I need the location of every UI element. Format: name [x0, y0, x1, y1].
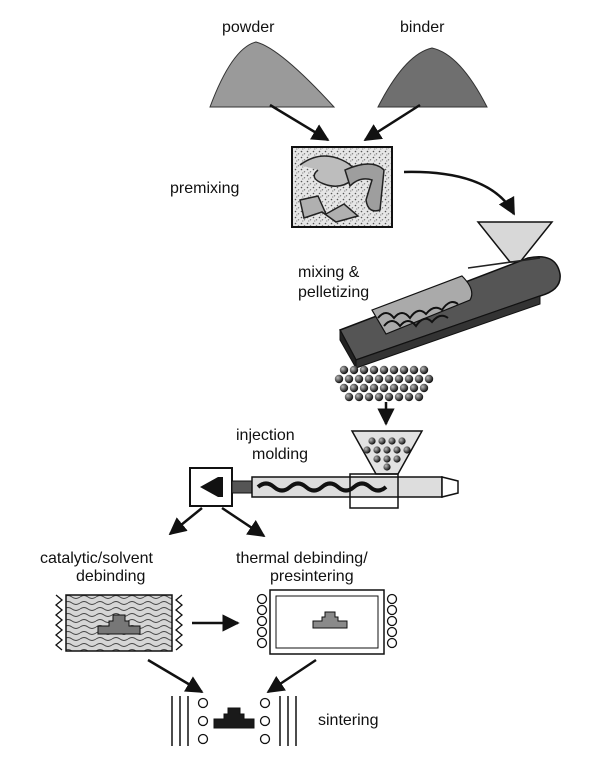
injection-label-line2: molding — [252, 446, 308, 463]
catalytic-debinding-bath — [54, 594, 184, 652]
thermal-label-line1: thermal debinding/ — [236, 550, 368, 567]
powder-pile — [209, 41, 336, 108]
to-catalytic-arrow — [168, 507, 203, 536]
mixing-label-line1: mixing & — [298, 264, 360, 281]
binder-arrow — [363, 103, 421, 142]
to-thermal-arrow — [221, 506, 266, 538]
sintering-furnace — [171, 696, 297, 746]
powder-label: powder — [222, 19, 275, 36]
thermal-to-sintering-arrow — [266, 658, 317, 694]
injection-molding-machine — [189, 430, 459, 509]
premixing-label: premixing — [170, 180, 239, 197]
mixing-label-line2: pelletizing — [298, 284, 369, 301]
binder-label: binder — [400, 19, 445, 36]
sintering-label: sintering — [318, 712, 378, 729]
pellet-cluster — [334, 365, 434, 402]
thermal-label-line2: presintering — [270, 568, 354, 585]
binder-pile — [377, 47, 488, 108]
catalytic-to-sintering-arrow — [147, 658, 204, 694]
thermal-debinding-furnace — [256, 589, 398, 655]
premix-to-hopper-arrow — [403, 170, 516, 216]
catalytic-label-line1: catalytic/solvent — [40, 550, 153, 567]
premixing-box — [291, 146, 393, 228]
powder-arrow — [269, 103, 330, 142]
catalytic-label-line2: debinding — [76, 568, 145, 585]
injection-label-line1: injection — [236, 427, 295, 444]
mixer-extruder — [338, 221, 561, 370]
